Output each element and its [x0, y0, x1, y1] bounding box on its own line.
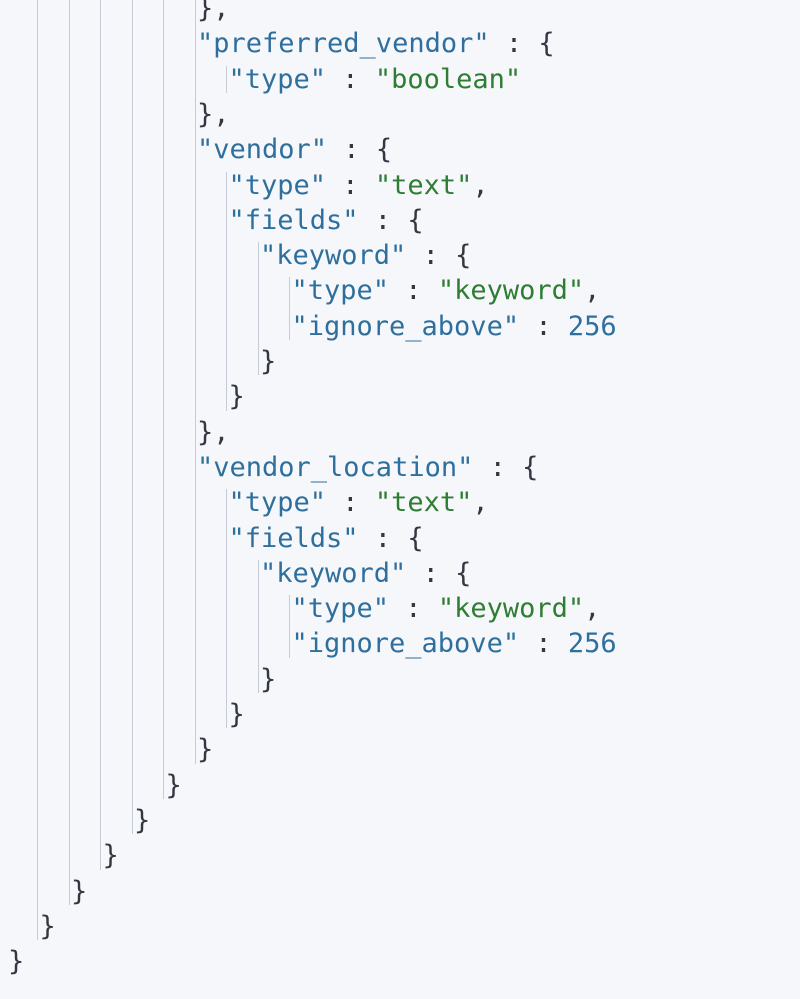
json-key: "vendor_location"	[197, 451, 474, 483]
json-punctuation: ,	[472, 487, 489, 519]
code-line: "fields" : {	[229, 521, 424, 557]
json-punctuation: :	[326, 487, 375, 519]
code-line: }	[134, 803, 150, 839]
code-line: },	[197, 0, 230, 27]
indent-guide	[163, 0, 164, 799]
json-number-value: 256	[567, 310, 617, 342]
json-string-value: "boolean"	[374, 63, 522, 95]
json-key: "type"	[291, 275, 390, 307]
json-punctuation: },	[197, 98, 230, 130]
json-string-value: "keyword"	[437, 593, 585, 625]
json-punctuation: : {	[489, 28, 555, 60]
json-punctuation: : {	[473, 451, 539, 483]
json-punctuation: : {	[358, 522, 424, 554]
json-punctuation: },	[197, 0, 230, 24]
code-line: "ignore_above" : 256	[292, 626, 617, 662]
code-line: "type" : "keyword",	[292, 591, 601, 627]
json-key: "type"	[291, 593, 390, 625]
indent-guide	[257, 242, 259, 376]
json-punctuation: }	[165, 769, 182, 801]
json-punctuation: : {	[327, 134, 393, 166]
code-line: }	[229, 379, 245, 415]
json-punctuation: :	[389, 593, 438, 625]
indent-guide	[289, 277, 290, 340]
json-punctuation: :	[519, 628, 568, 660]
json-number-value: 256	[567, 628, 617, 660]
code-line: "fields" : {	[229, 203, 424, 239]
json-key: "type"	[228, 169, 327, 201]
json-key: "type"	[228, 487, 327, 519]
indent-guide	[68, 0, 70, 905]
json-punctuation: },	[197, 416, 230, 448]
code-line: }	[40, 909, 56, 945]
json-punctuation: ,	[472, 169, 489, 201]
code-line: "keyword" : {	[260, 556, 471, 592]
json-key: "preferred_vendor"	[197, 28, 490, 60]
indent-guide	[100, 0, 101, 870]
json-punctuation: }	[71, 875, 88, 907]
json-punctuation: : {	[358, 204, 424, 236]
json-punctuation: :	[389, 275, 438, 307]
indent-guide	[226, 489, 227, 729]
json-punctuation: }	[39, 910, 56, 942]
json-punctuation: : {	[406, 240, 472, 272]
code-line: "type" : "keyword",	[292, 273, 601, 309]
code-line: "type" : "text",	[229, 168, 489, 204]
code-line: }	[71, 874, 87, 910]
code-line: "vendor_location" : {	[197, 450, 538, 486]
code-line: "keyword" : {	[260, 238, 471, 274]
json-punctuation: :	[519, 310, 568, 342]
json-key: "keyword"	[260, 240, 407, 272]
code-line: }	[260, 344, 276, 380]
code-line: },	[197, 415, 230, 451]
indent-guide	[226, 65, 227, 93]
code-line: },	[197, 97, 230, 133]
json-punctuation: }	[260, 346, 277, 377]
json-punctuation: ,	[584, 275, 601, 307]
json-punctuation: }	[260, 663, 277, 695]
code-line: }	[197, 732, 213, 768]
json-punctuation: }	[102, 840, 119, 872]
json-punctuation: }	[228, 381, 245, 413]
code-line: "preferred_vendor" : {	[197, 26, 555, 62]
code-line: "type" : "text",	[229, 485, 489, 521]
json-key: "type"	[228, 63, 327, 95]
json-punctuation: }	[8, 946, 25, 978]
json-string-value: "text"	[374, 487, 473, 519]
json-key: "ignore_above"	[291, 310, 520, 342]
json-punctuation: : {	[406, 557, 472, 589]
json-punctuation: }	[197, 734, 214, 766]
indent-guide	[131, 0, 133, 835]
indent-guide	[226, 171, 227, 411]
json-string-value: "keyword"	[437, 275, 585, 307]
json-punctuation: :	[326, 169, 375, 201]
code-line: }	[8, 944, 24, 980]
json-punctuation: }	[134, 804, 151, 836]
code-line: "type" : "boolean"	[229, 62, 522, 98]
json-string-value: "text"	[374, 169, 473, 201]
code-line: }	[229, 697, 245, 733]
indent-guide	[257, 559, 259, 693]
code-line: }	[260, 662, 276, 698]
json-key: "ignore_above"	[291, 628, 520, 660]
code-line: }	[166, 768, 182, 804]
code-line: }	[103, 838, 119, 874]
json-key: "keyword"	[260, 557, 407, 589]
json-key: "vendor"	[197, 134, 328, 166]
json-punctuation: :	[326, 63, 375, 95]
code-line: "ignore_above" : 256	[292, 309, 617, 345]
indent-guide	[37, 0, 38, 941]
code-line: "vendor" : {	[197, 132, 392, 168]
json-punctuation: ,	[584, 593, 601, 625]
indent-guide	[289, 595, 290, 658]
indent-guide	[194, 0, 196, 764]
json-punctuation: }	[228, 699, 245, 730]
json-key: "fields"	[228, 522, 359, 554]
json-key: "fields"	[228, 204, 359, 236]
